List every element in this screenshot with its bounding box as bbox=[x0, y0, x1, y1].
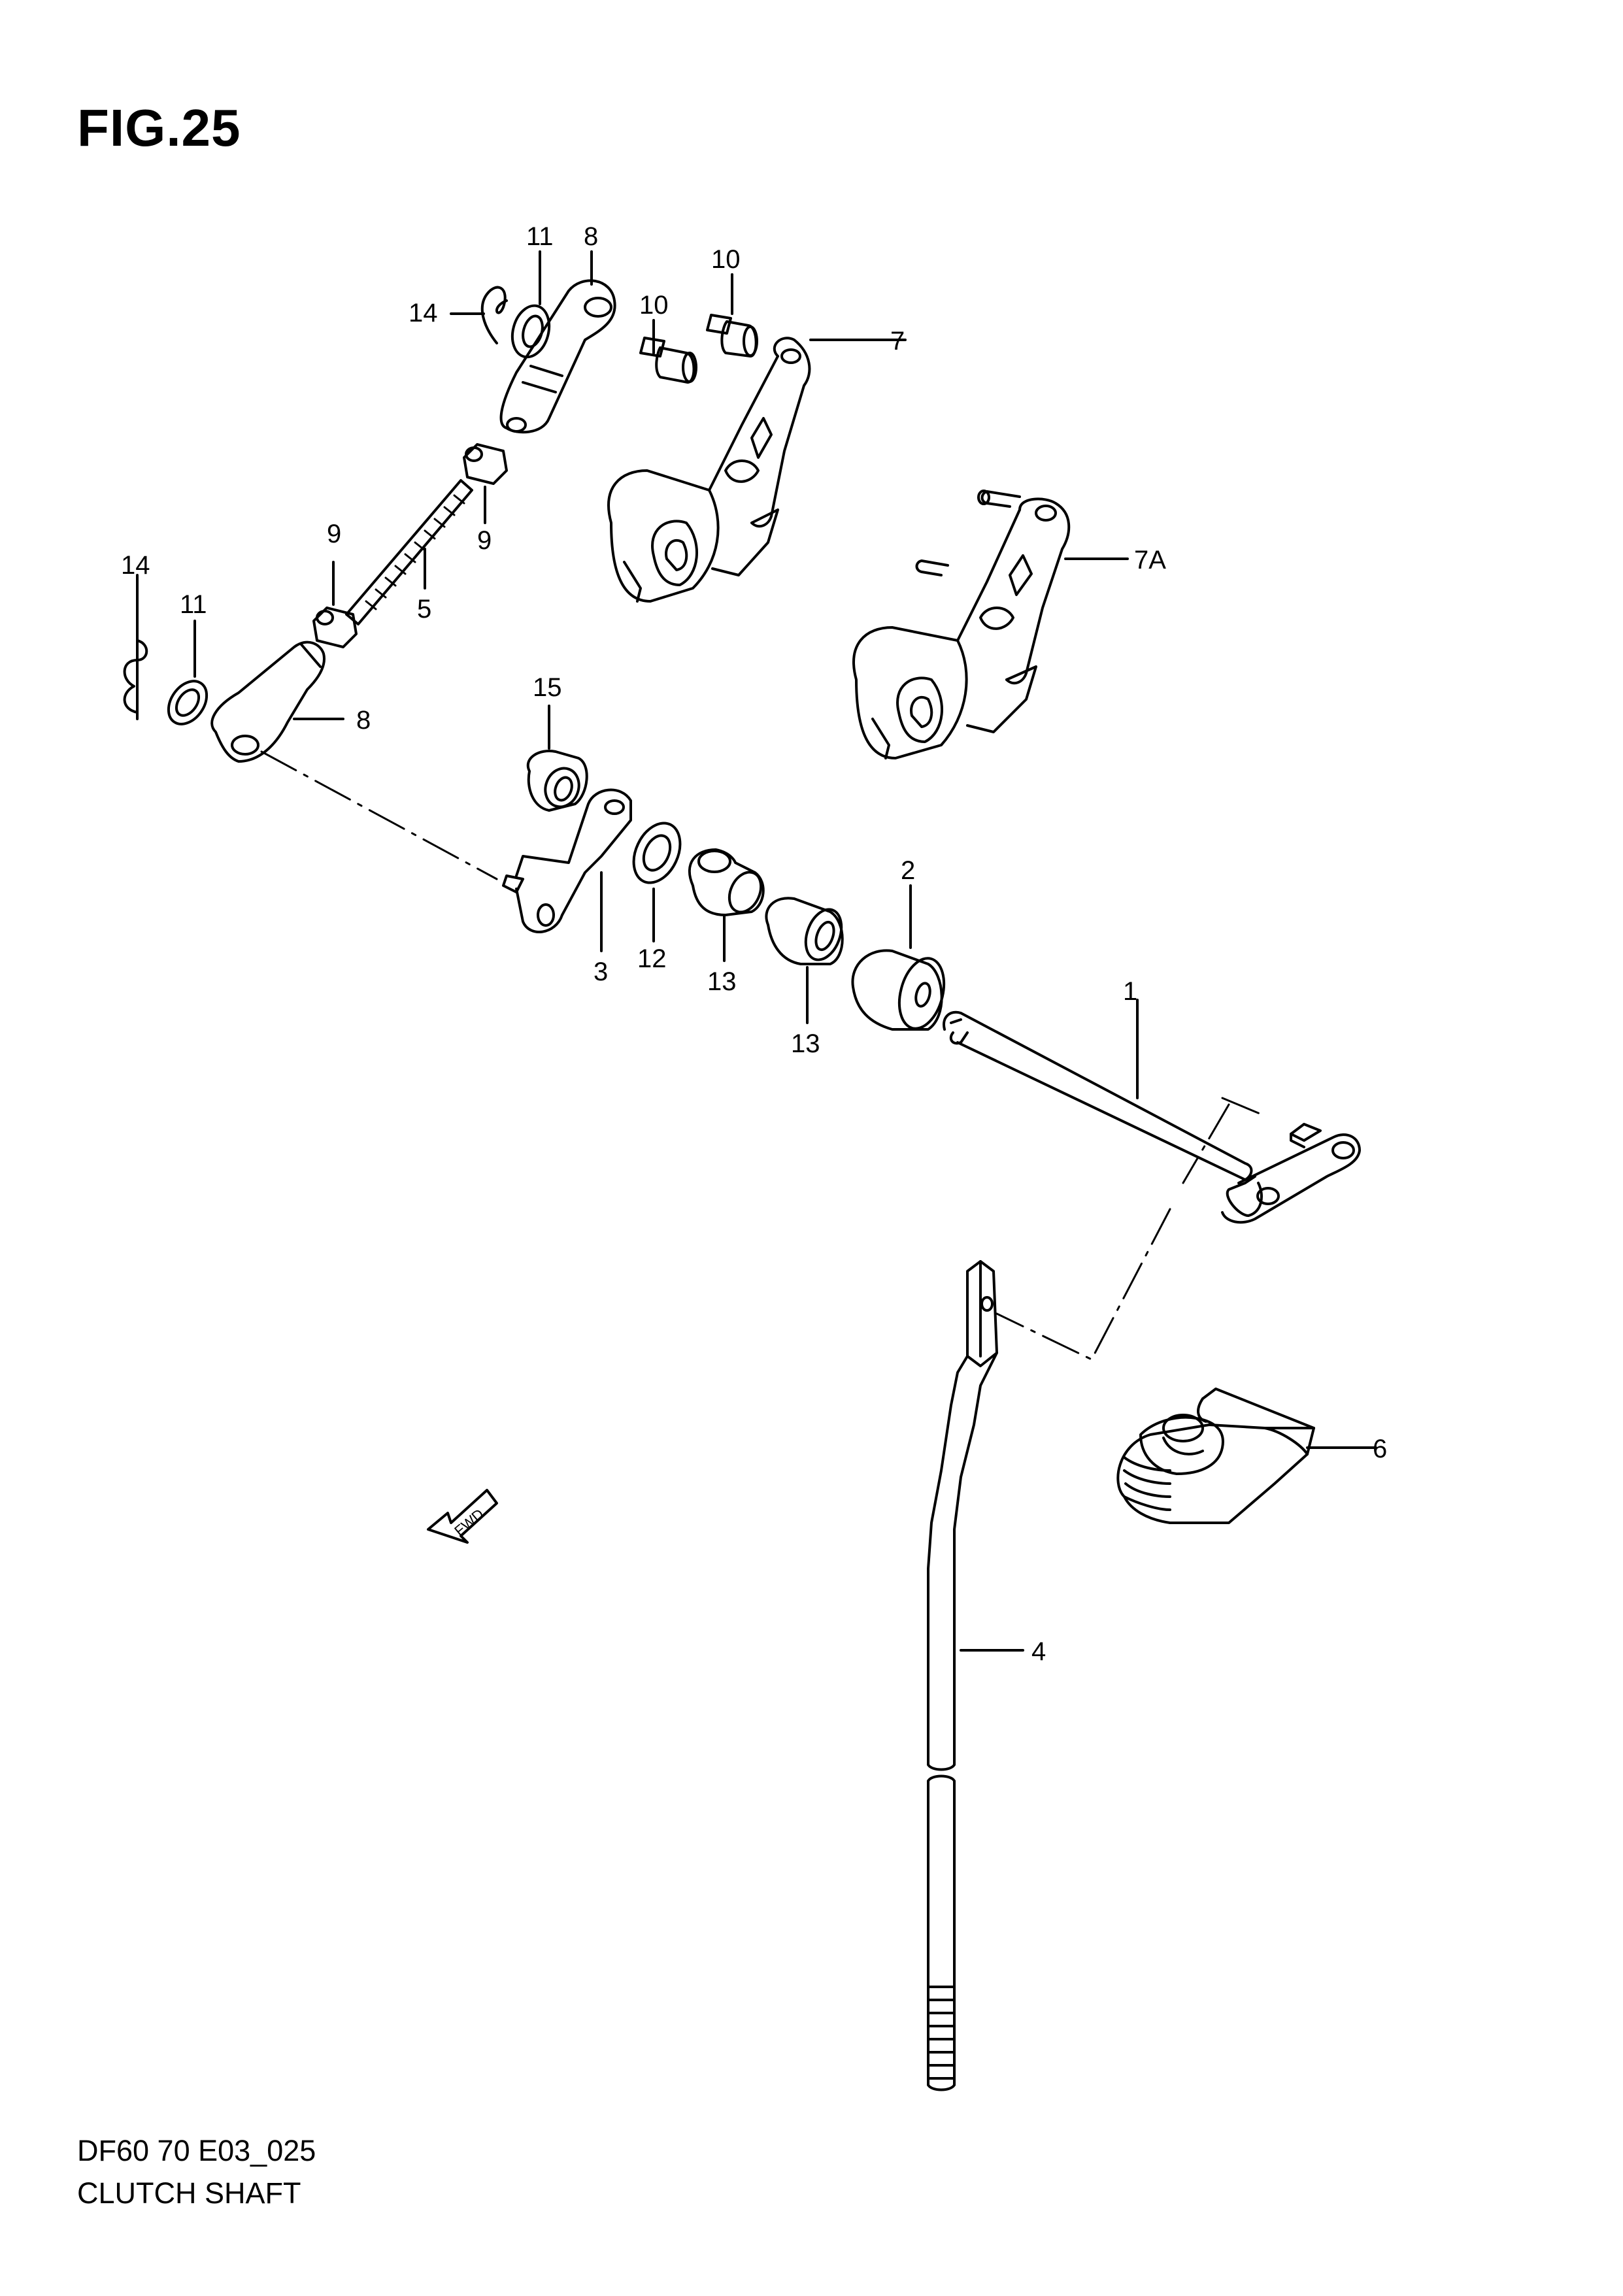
part-2-collar bbox=[851, 884, 946, 1031]
part-11-washer-left bbox=[167, 620, 209, 725]
callout-8-mid: 8 bbox=[356, 706, 371, 735]
part-9-nut-right bbox=[463, 443, 508, 524]
part-6-grommet bbox=[1116, 1388, 1377, 1524]
part-14-hairpin-clip-left bbox=[123, 574, 148, 720]
figure-title: FIG.25 bbox=[77, 99, 241, 157]
callout-7a: 7A bbox=[1134, 546, 1166, 574]
part-1-clutch-shaft bbox=[943, 999, 1361, 1224]
callout-5: 5 bbox=[417, 595, 431, 624]
callout-8-top: 8 bbox=[584, 222, 598, 251]
part-5-threaded-rod bbox=[345, 479, 473, 625]
callout-9-right: 9 bbox=[477, 526, 492, 555]
callout-11-top: 11 bbox=[526, 222, 554, 251]
diagram-code: DF60 70 E03_025 bbox=[77, 2134, 316, 2167]
callout-13-a: 13 bbox=[707, 967, 737, 996]
assembly-line-1-to-4-b bbox=[996, 1103, 1230, 1361]
part-7-shift-lever bbox=[607, 337, 907, 603]
assembly-line-8-to-3 bbox=[260, 750, 498, 880]
part-8-cable-joint-mid bbox=[210, 641, 344, 763]
callout-10-right: 10 bbox=[711, 245, 741, 274]
callout-7: 7 bbox=[890, 327, 905, 356]
callout-15: 15 bbox=[533, 673, 562, 702]
callout-12: 12 bbox=[637, 944, 667, 973]
callout-10-left: 10 bbox=[639, 291, 669, 320]
callout-11-left: 11 bbox=[180, 590, 207, 619]
callout-6: 6 bbox=[1373, 1435, 1387, 1463]
part-13-bushing-a bbox=[688, 848, 765, 962]
part-13-bushing-b bbox=[765, 897, 844, 1024]
diagram-name: CLUTCH SHAFT bbox=[77, 2176, 301, 2210]
callout-labels: 1 2 3 4 5 6 7 7A 8 8 9 9 10 10 11 11 12 … bbox=[121, 222, 1387, 1666]
part-10-bolt-right bbox=[706, 273, 758, 358]
part-9-nut-left bbox=[312, 561, 358, 648]
callout-2: 2 bbox=[901, 856, 915, 885]
forward-direction-arrow: FWD bbox=[427, 1489, 498, 1544]
part-7a-shift-lever bbox=[852, 490, 1129, 759]
callout-14-left: 14 bbox=[121, 551, 150, 580]
part-15-bushing bbox=[526, 705, 588, 812]
part-12-washer bbox=[632, 822, 682, 942]
part-14-hairpin-clip-top bbox=[450, 286, 508, 344]
assembly-line-1-to-4-a bbox=[1221, 1097, 1263, 1116]
part-8-cable-joint-top bbox=[499, 250, 616, 434]
callout-14-top: 14 bbox=[409, 299, 438, 327]
callout-3: 3 bbox=[594, 957, 608, 986]
part-3-bracket bbox=[502, 788, 632, 952]
callout-4: 4 bbox=[1031, 1637, 1046, 1666]
callout-1: 1 bbox=[1123, 977, 1137, 1006]
callout-9-left: 9 bbox=[327, 520, 341, 548]
callout-13-b: 13 bbox=[791, 1029, 820, 1058]
part-4-shift-rod bbox=[927, 1260, 1024, 2091]
part-11-washer-top bbox=[510, 250, 551, 359]
part-10-bolt-left bbox=[639, 319, 697, 384]
